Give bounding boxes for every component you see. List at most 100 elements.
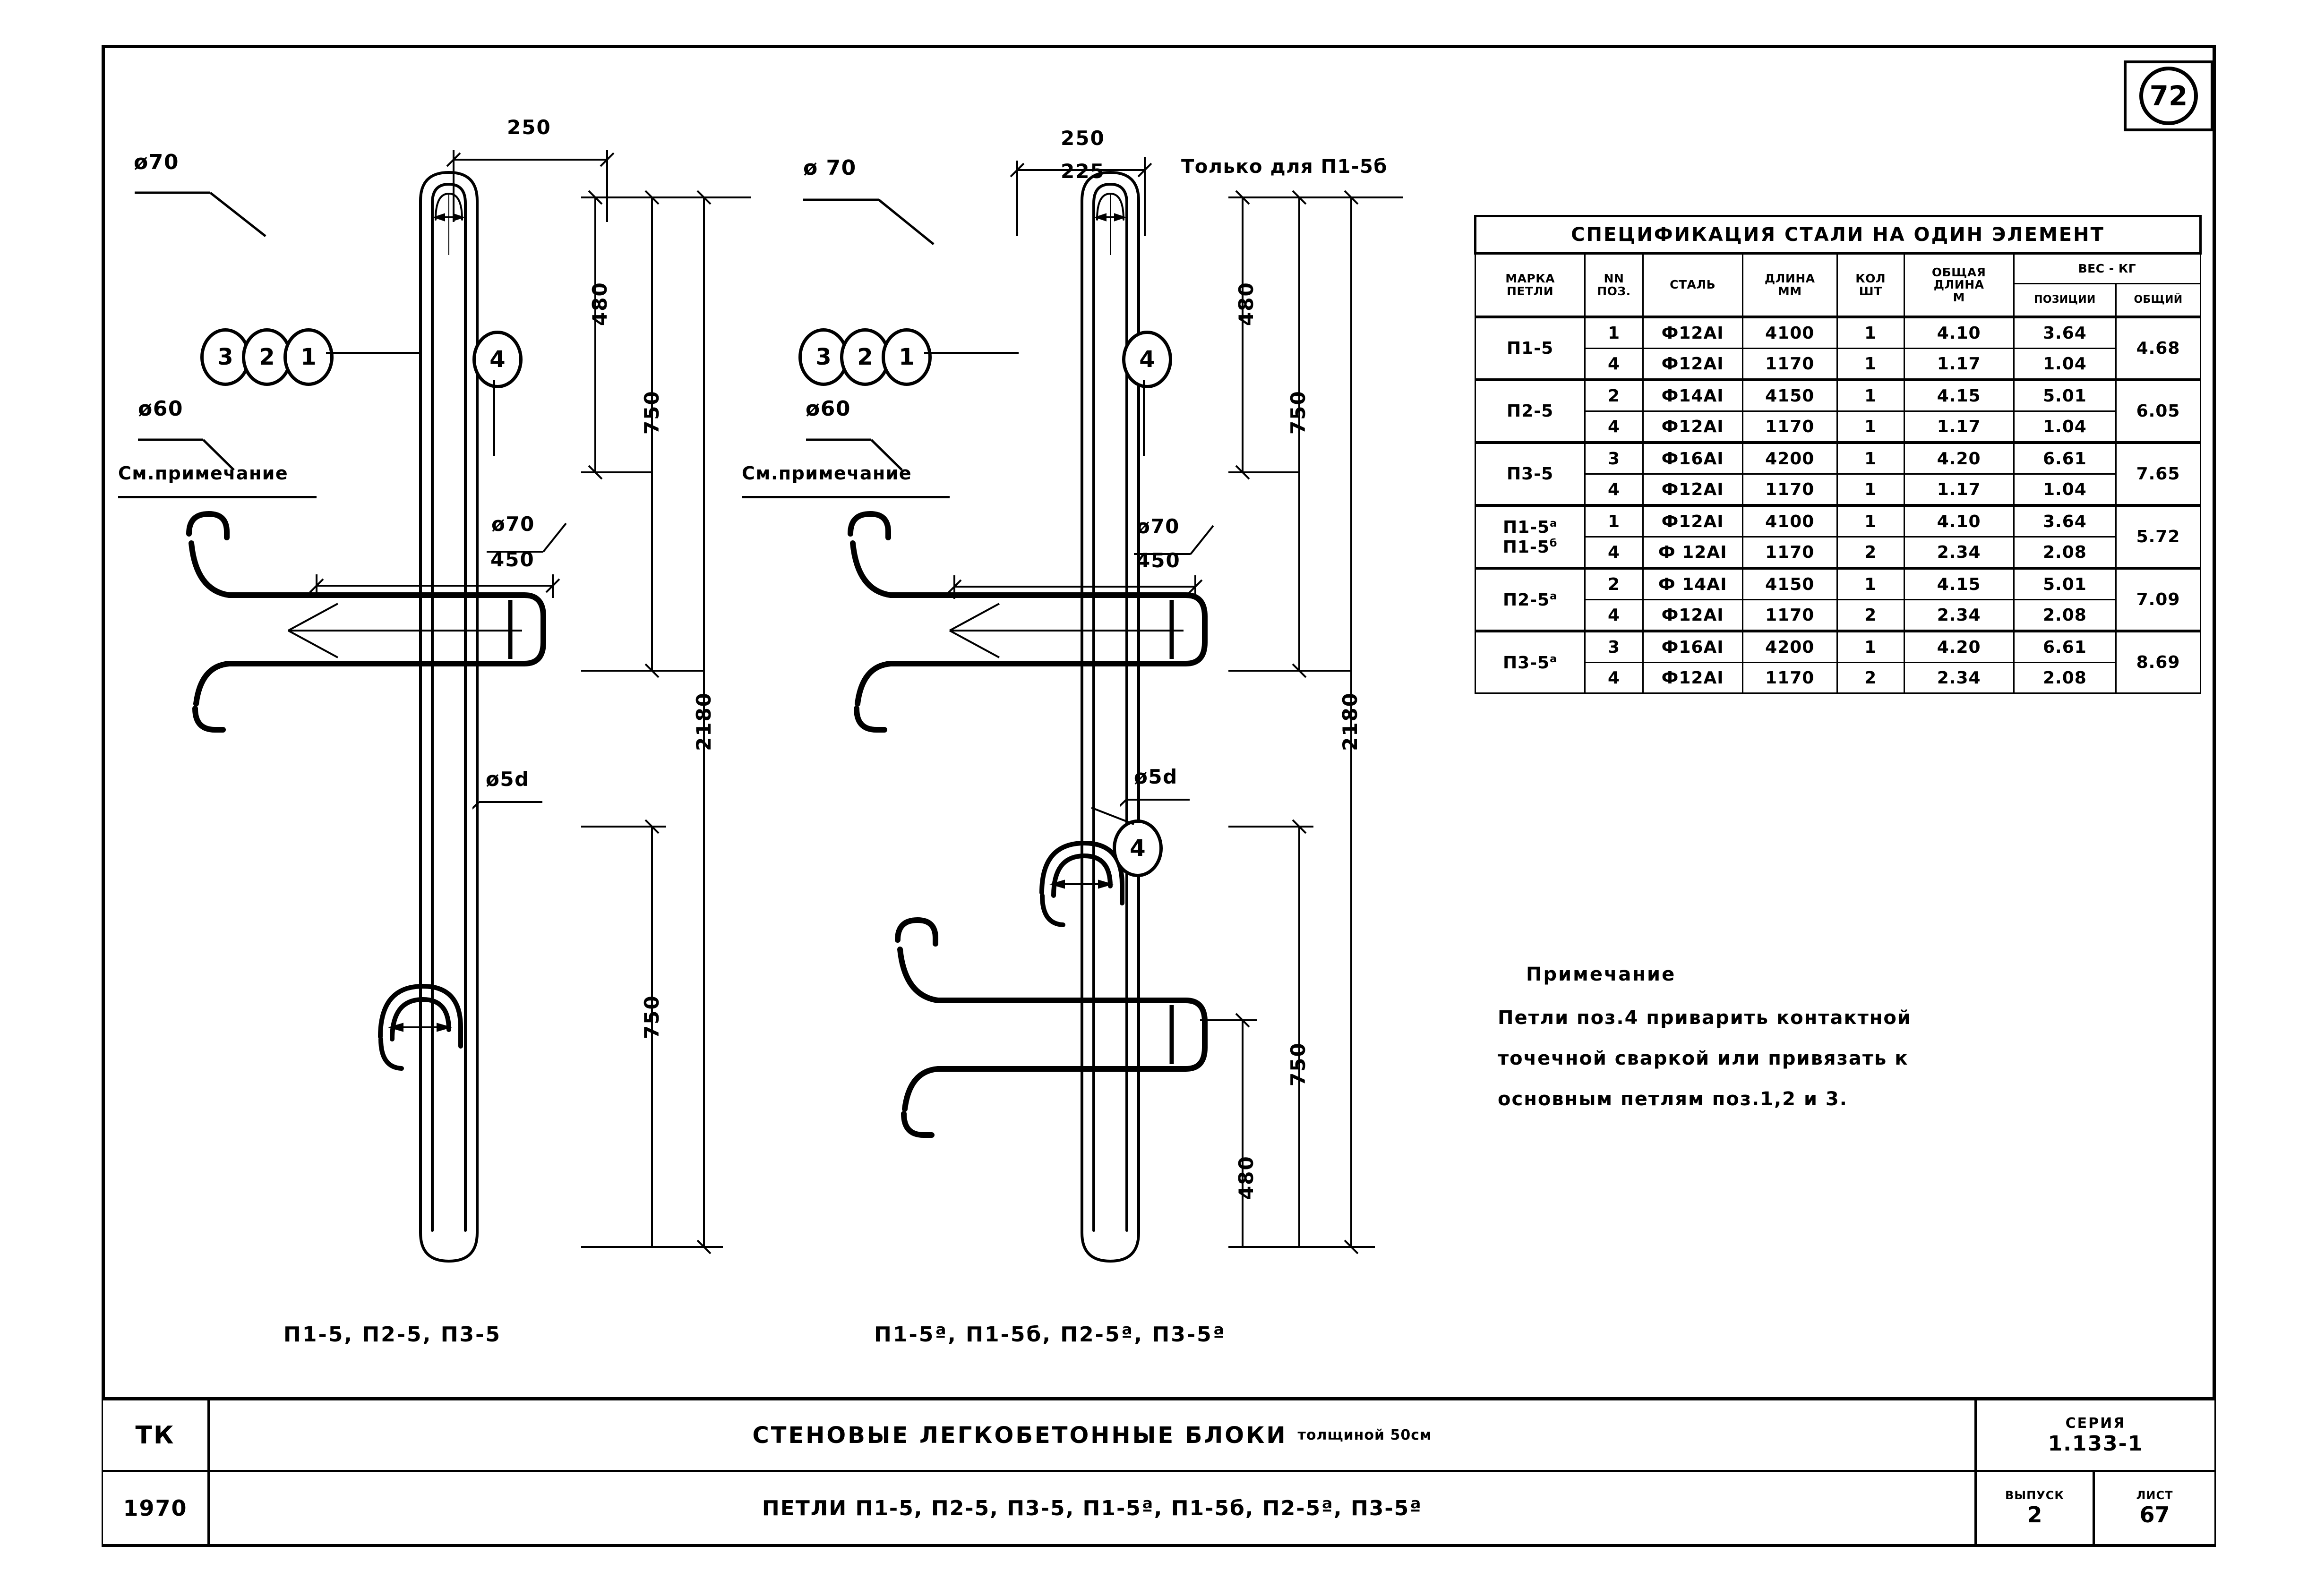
right-balloon-1: 1: [882, 328, 932, 386]
spec-cell-length: 1170: [1741, 662, 1838, 694]
left-balloon-4-upper: 4: [472, 331, 523, 388]
spec-cell-steel: Ф 12АI: [1642, 536, 1743, 569]
spec-header-mark-line1: МАРКА: [1505, 272, 1555, 286]
spec-cell-pos: 2: [1584, 378, 1644, 412]
spec-cell-steel: Ф12АI: [1642, 316, 1743, 349]
spec-title: СПЕЦИФИКАЦИЯ СТАЛИ НА ОДИН ЭЛЕМЕНТ: [1474, 215, 2202, 255]
spec-cell-total_len: 4.10: [1903, 316, 2015, 349]
spec-cell-weight: 3.64: [2013, 504, 2117, 538]
spec-cell-mark: П3-5: [1474, 441, 1586, 506]
left-see-note-label: См.примечание: [118, 463, 289, 484]
title-block-series-value: 1.133-1: [2048, 1431, 2144, 1456]
title-block-issue-label: ВЫПУСК: [2005, 1489, 2064, 1502]
spec-cell-mark: П1-5: [1474, 316, 1586, 381]
left-diameter-60-label: ø60: [138, 397, 183, 421]
spec-cell-length: 1170: [1741, 473, 1838, 506]
left-drawing-caption: П1-5, П2-5, П3-5: [283, 1323, 502, 1347]
spec-cell-total_len: 4.10: [1903, 504, 2015, 538]
spec-header-total-length-line1: ОБЩАЯ: [1931, 265, 1986, 280]
spec-cell-length: 1170: [1741, 536, 1838, 569]
spec-cell-pos: 1: [1584, 316, 1644, 349]
spec-subheader-row: ПОЗИЦИИ ОБЩИЙ: [1475, 283, 2201, 318]
title-block-main-title: СТЕНОВЫЕ ЛЕГКОБЕТОННЫЕ БЛОКИ: [752, 1422, 1287, 1449]
spec-cell-length: 4150: [1741, 567, 1838, 600]
spec-cell-length: 4200: [1741, 630, 1838, 663]
spec-cell-total_len: 4.20: [1903, 441, 2015, 475]
right-d5d-leader: [1120, 799, 1190, 807]
spec-header-total-length: ОБЩАЯ ДЛИНА М: [1903, 253, 2015, 318]
spec-cell-total-weight: 5.72: [2115, 504, 2201, 569]
left-dim-450: 450: [490, 548, 535, 571]
right-balloon-4-upper-value: 4: [1139, 346, 1155, 373]
spec-cell-qty: 1: [1836, 473, 1905, 506]
right-balloon-1-value: 1: [899, 344, 915, 370]
spec-header-quantity: КОЛ ШТ: [1836, 253, 1905, 318]
right-dim-250-line: [1010, 157, 1152, 236]
spec-cell-weight: 3.64: [2013, 316, 2117, 349]
left-diameter-70-mid-label: ø70: [491, 512, 535, 536]
left-d5d-leader: [472, 801, 542, 810]
spec-cell-total_len: 2.34: [1903, 599, 2015, 632]
left-dim-480: 480: [588, 282, 611, 326]
spec-header-total-length-line2: ДЛИНА: [1933, 278, 1984, 292]
right-dim-250: 250: [1061, 127, 1105, 150]
spec-cell-pos: 2: [1584, 567, 1644, 600]
spec-cell-qty: 1: [1836, 630, 1905, 663]
right-d70-leader: [803, 198, 935, 245]
spec-header-position: NN ПОЗ.: [1584, 253, 1644, 318]
title-block-issue-cell: ВЫПУСК 2: [1977, 1472, 2095, 1544]
spec-cell-qty: 1: [1836, 316, 1905, 349]
spec-cell-steel: Ф12АI: [1642, 348, 1743, 381]
spec-cell-length: 1170: [1741, 410, 1838, 444]
right-dim-480-top: 480: [1235, 282, 1258, 326]
left-dim-250-line: [446, 150, 615, 222]
spec-header-position-line2: ПОЗ.: [1597, 284, 1631, 298]
right-dim-750-bottom: 750: [1287, 1042, 1310, 1086]
right-assembly-drawing: [848, 171, 1208, 1263]
spec-cell-pos: 4: [1584, 536, 1644, 569]
spec-cell-steel: Ф12АI: [1642, 473, 1743, 506]
right-diameter-60-label: ø60: [806, 397, 851, 421]
spec-header-mark-line2: ПЕТЛИ: [1506, 284, 1554, 298]
title-block-series-label: СЕРИЯ: [2065, 1415, 2126, 1432]
page-number-value: 72: [2139, 67, 2198, 125]
left-balloon-1-value: 1: [300, 344, 317, 370]
title-block-org: ТК: [103, 1400, 210, 1472]
spec-cell-mark: П2-5: [1474, 378, 1586, 444]
spec-cell-length: 1170: [1741, 599, 1838, 632]
spec-header-length-line2: ММ: [1777, 284, 1802, 298]
spec-cell-length: 4100: [1741, 504, 1838, 538]
left-balloon-4-upper-leader: [493, 380, 495, 456]
title-block: ТК 1970 СТЕНОВЫЕ ЛЕГКОБЕТОННЫЕ БЛОКИ тол…: [103, 1397, 2214, 1546]
right-see-note-label: См.примечание: [742, 463, 912, 484]
note-line-2: точечной сваркой или привязать к: [1498, 1048, 1909, 1069]
spec-cell-qty: 1: [1836, 410, 1905, 444]
spec-cell-length: 1170: [1741, 348, 1838, 381]
spec-header-total-length-line3: М: [1953, 290, 1965, 304]
spec-cell-steel: Ф 14АI: [1642, 567, 1743, 600]
right-diameter-70-mid-label: ø70: [1136, 515, 1180, 538]
spec-cell-steel: Ф16АI: [1642, 630, 1743, 663]
left-dim-750-bottom: 750: [640, 995, 663, 1039]
left-balloon-leader: [326, 352, 420, 354]
spec-cell-pos: 4: [1584, 473, 1644, 506]
spec-cell-pos: 4: [1584, 410, 1644, 444]
spec-cell-qty: 1: [1836, 348, 1905, 381]
right-d60-leader: [806, 438, 903, 471]
spec-cell-qty: 2: [1836, 536, 1905, 569]
left-d60-leader: [138, 438, 235, 471]
spec-cell-total_len: 2.34: [1903, 662, 2015, 694]
title-block-series-cell: СЕРИЯ 1.133-1: [1977, 1400, 2214, 1472]
right-dim-480-bottom: 480: [1235, 1155, 1258, 1200]
spec-cell-steel: Ф12АI: [1642, 410, 1743, 444]
note-line-1: Петли поз.4 приварить контактной: [1498, 1007, 1912, 1029]
spec-cell-total-weight: 6.05: [2115, 378, 2201, 444]
spec-header-quantity-line1: КОЛ: [1855, 272, 1886, 286]
right-balloon-4-lower-value: 4: [1130, 835, 1146, 862]
spec-cell-mark: П3-5а: [1474, 630, 1586, 694]
spec-cell-weight: 2.08: [2013, 599, 2117, 632]
